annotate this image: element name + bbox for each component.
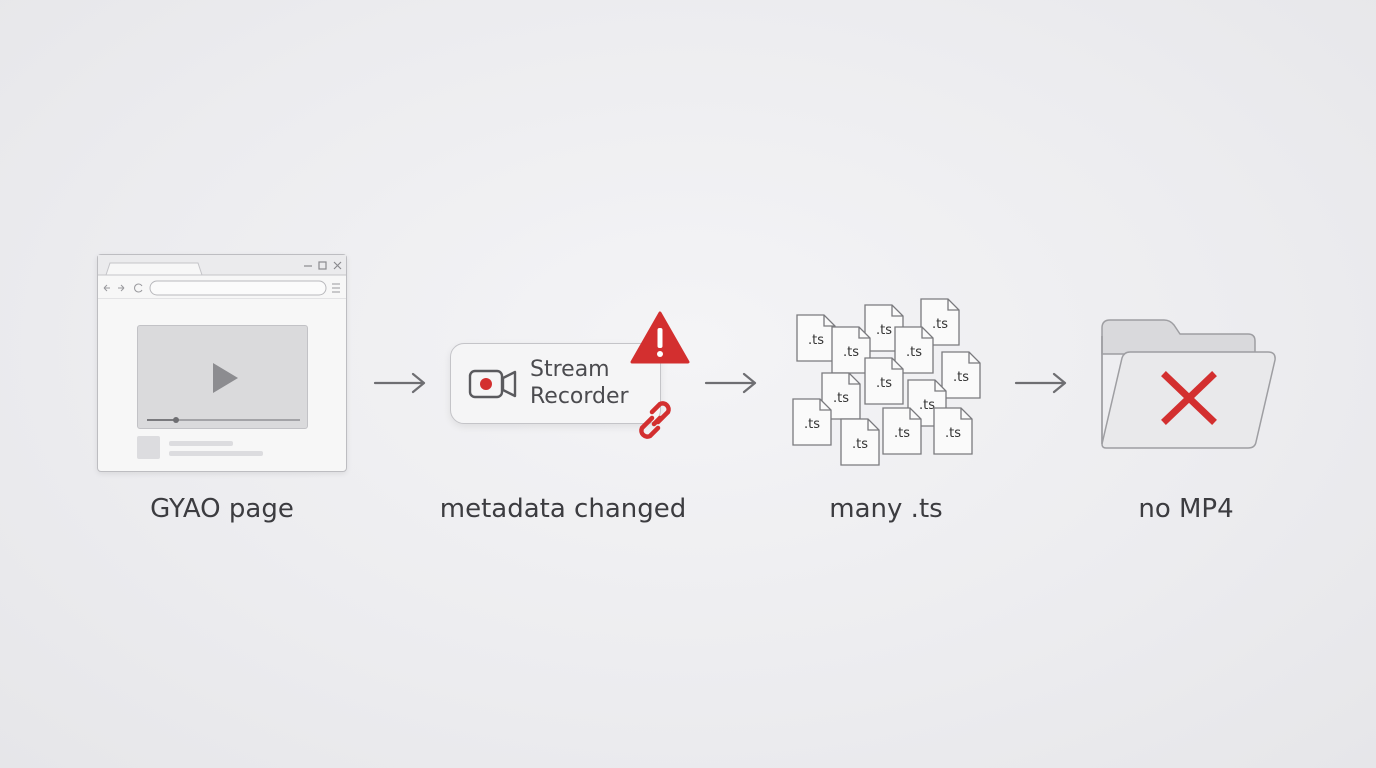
- address-bar: [149, 280, 327, 296]
- video-player: [137, 325, 308, 429]
- ts-file-icon: .ts: [792, 398, 832, 446]
- browser-chrome: [98, 255, 346, 299]
- ts-file-icon: .ts: [796, 314, 836, 362]
- back-icon: [103, 284, 110, 292]
- step-label-gyao: GYAO page: [150, 494, 294, 524]
- close-icon: [333, 261, 342, 270]
- ts-file-icon: .ts: [831, 326, 871, 374]
- forward-icon: [118, 284, 125, 292]
- ts-file-icon: .ts: [864, 304, 904, 352]
- browser-window: [97, 254, 347, 472]
- step-label-mp4: no MP4: [1138, 494, 1234, 524]
- reload-icon: [134, 283, 143, 293]
- arrow-right-icon: [1014, 372, 1067, 394]
- play-icon: [213, 363, 238, 393]
- stream-recorder-box: Stream Recorder: [450, 343, 661, 424]
- ts-file-icon: .ts: [941, 351, 981, 399]
- recorder-title: Stream Recorder: [530, 356, 629, 410]
- step-label-metadata: metadata changed: [439, 494, 687, 524]
- arrow-right-icon: [373, 372, 426, 394]
- cross-icon: [1161, 371, 1217, 425]
- warning-icon: [630, 311, 690, 364]
- folder-icon: [1101, 319, 1276, 449]
- video-meta-placeholder: [137, 436, 263, 459]
- ts-file-icon: .ts: [840, 418, 880, 466]
- menu-icon: [332, 283, 340, 293]
- recorder-line1: Stream: [530, 357, 610, 382]
- broken-link-icon: [639, 401, 671, 439]
- ts-file-icon: .ts: [882, 407, 922, 455]
- ts-file-icon: .ts: [920, 298, 960, 346]
- ts-file-cluster: .ts .ts .ts .ts .ts .ts .ts .ts .ts .ts …: [786, 294, 986, 469]
- ts-file-icon: .ts: [933, 407, 973, 455]
- recorder-line2: Recorder: [530, 384, 629, 409]
- step-label-ts: many .ts: [829, 494, 943, 524]
- ts-file-icon: .ts: [864, 357, 904, 405]
- ts-file-icon: .ts: [894, 326, 934, 374]
- ts-file-icon: .ts: [821, 372, 861, 420]
- browser-tab: [105, 262, 203, 276]
- maximize-icon: [318, 261, 327, 270]
- progress-knob: [173, 417, 179, 423]
- video-camera-icon: [468, 369, 517, 399]
- arrow-right-icon: [704, 372, 757, 394]
